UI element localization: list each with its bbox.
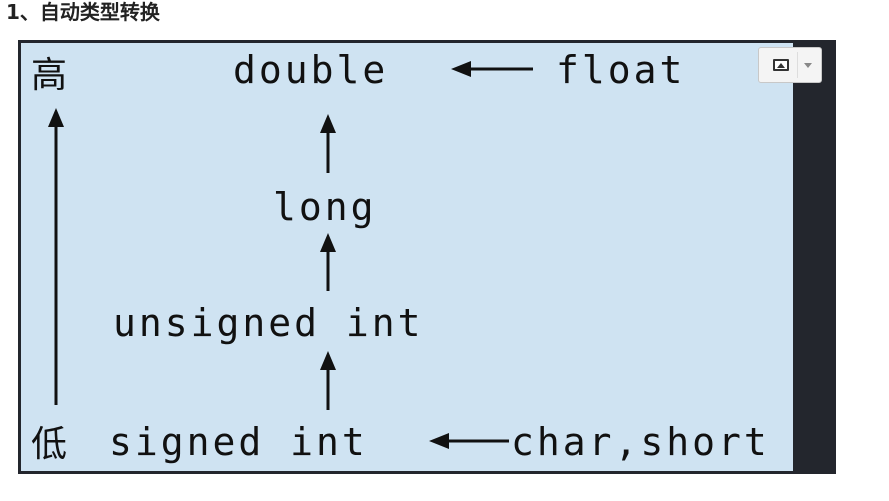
image-icon xyxy=(773,59,789,71)
type-conversion-diagram: 高 低 double float long unsigned int signe… xyxy=(31,48,770,465)
diagram-panel: 高 低 double float long unsigned int signe… xyxy=(21,43,793,471)
low-to-high-arrowhead xyxy=(48,108,64,127)
signed-to-unsigned-arrowhead xyxy=(320,351,336,370)
unsigned-to-long-arrowhead xyxy=(320,233,336,252)
type-char-short: char,short xyxy=(511,420,770,464)
figure-frame: 高 低 double float long unsigned int signe… xyxy=(18,40,836,474)
section-heading: 1、自动类型转换 xyxy=(6,0,160,24)
high-label: 高 xyxy=(31,55,67,96)
button-divider xyxy=(797,52,798,78)
float-to-double-arrowhead xyxy=(451,61,471,77)
long-to-double-arrowhead xyxy=(320,114,336,133)
low-label: 低 xyxy=(31,424,67,465)
caret-down-icon[interactable] xyxy=(804,63,812,68)
type-float: float xyxy=(556,48,685,92)
type-unsigned-int: unsigned int xyxy=(113,301,424,345)
image-options-button[interactable] xyxy=(758,47,822,83)
type-double: double xyxy=(233,48,388,92)
type-signed-int: signed int xyxy=(109,420,368,464)
type-long: long xyxy=(273,185,377,229)
char-to-signed-arrowhead xyxy=(429,433,449,449)
